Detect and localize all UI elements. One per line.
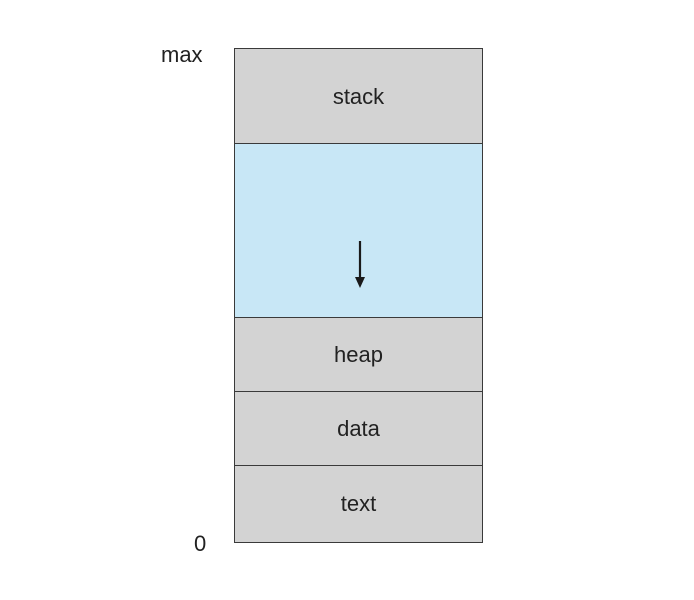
process-memory-layout: stack heap data text xyxy=(234,48,483,543)
stack-segment-label: stack xyxy=(332,83,385,109)
address-max-label: max xyxy=(161,42,203,67)
stack-growth-arrow-icon xyxy=(355,241,365,289)
text-segment: text xyxy=(234,465,483,543)
free-space-segment xyxy=(234,143,483,414)
data-segment: data xyxy=(234,391,483,467)
data-segment-label: data xyxy=(337,416,380,441)
stack-segment: stack xyxy=(234,48,483,145)
heap-segment-label: heap xyxy=(334,342,383,367)
address-zero-label: 0 xyxy=(194,531,207,556)
text-segment-label: text xyxy=(340,491,377,516)
heap-segment: heap xyxy=(234,317,483,393)
